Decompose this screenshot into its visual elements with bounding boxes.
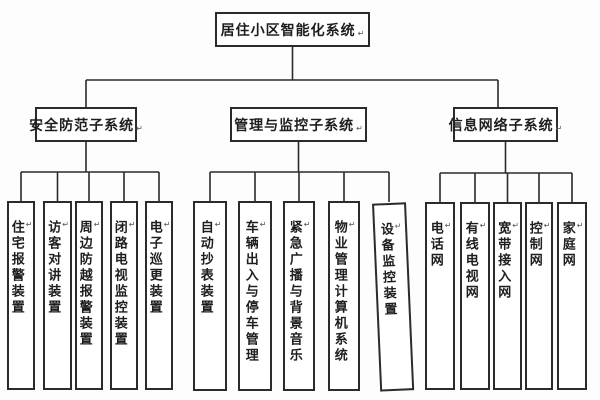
return-mark: ↵ — [511, 221, 521, 230]
leaf-node-label: 宽带接入网 — [496, 221, 512, 301]
leaf-node: 电子巡更装置↵ — [145, 201, 173, 390]
leaf-node-label: 电话网 — [428, 221, 444, 269]
return-mark: ↵ — [127, 220, 137, 229]
leaf-node: 闭路电视监控装置↵ — [110, 201, 138, 390]
leaf-node: 电话网↵ — [425, 202, 455, 390]
return-mark: ↵ — [542, 221, 552, 230]
leaf-node-label: 物业管理计算机系统 — [332, 220, 348, 364]
leaf-node: 车辆出入与停车管理↵ — [238, 201, 272, 391]
return-mark: ↵ — [443, 221, 453, 230]
return-mark: ↵ — [213, 220, 223, 229]
leaf-node-label: 紧急广播与背景音乐 — [287, 220, 303, 364]
leaf-node-label: 周边防越报警装置 — [77, 220, 93, 348]
return-mark: ↵ — [575, 221, 585, 230]
return-mark: ↵ — [357, 29, 365, 38]
return-mark: ↵ — [555, 124, 563, 133]
leaf-node: 紧急广播与背景音乐↵ — [283, 201, 315, 391]
leaf-node-label: 闭路电视监控装置 — [112, 220, 128, 348]
leaf-node: 家庭网↵ — [557, 202, 587, 390]
leaf-node: 控制网↵ — [525, 202, 553, 390]
return-mark: ↵ — [258, 220, 268, 229]
return-mark: ↵ — [347, 220, 357, 229]
return-mark: ↵ — [61, 220, 71, 229]
leaf-node-label: 车辆出入与停车管理 — [243, 220, 259, 364]
leaf-node-label: 有线电视网 — [463, 221, 479, 301]
subsystem-label: 管理与监控子系统 — [234, 116, 355, 133]
leaf-node: 自动抄表装置↵ — [193, 201, 227, 391]
return-mark: ↵ — [24, 220, 34, 229]
subsystem-security: 安全防范子系统↵ — [29, 107, 143, 142]
leaf-node-label: 控制网 — [527, 221, 543, 269]
leaf-node: 有线电视网↵ — [460, 202, 490, 390]
leaf-node-label: 电子巡更装置 — [147, 220, 163, 316]
leaf-node: 周边防越报警装置↵ — [75, 201, 103, 390]
return-mark: ↵ — [478, 221, 488, 230]
leaf-node: 物业管理计算机系统↵ — [328, 201, 360, 391]
leaf-node-label: 家庭网 — [560, 221, 576, 269]
subsystem-information-network: 信息网络子系统↵ — [449, 107, 562, 142]
return-mark: ↵ — [136, 124, 143, 133]
leaf-node: 访客对讲装置↵ — [43, 201, 72, 390]
subsystem-label: 信息网络子系统 — [448, 116, 554, 133]
root-node: 居住小区智能化系统↵ — [215, 12, 370, 47]
return-mark: ↵ — [162, 220, 172, 229]
leaf-node-label: 自动抄表装置 — [198, 220, 214, 316]
return-mark: ↵ — [356, 124, 363, 133]
root-node-label: 居住小区智能化系统 — [220, 21, 356, 38]
return-mark: ↵ — [92, 220, 102, 229]
leaf-node-label: 访客对讲装置 — [46, 220, 62, 316]
leaf-node: 宽带接入网↵ — [493, 202, 522, 390]
subsystem-management-monitoring: 管理与监控子系统↵ — [230, 107, 367, 142]
leaf-node-label: 住宅报警装置 — [9, 220, 25, 316]
subsystem-label: 安全防范子系统 — [29, 116, 135, 133]
return-mark: ↵ — [302, 220, 312, 229]
leaf-node: 住宅报警装置↵ — [7, 201, 35, 390]
